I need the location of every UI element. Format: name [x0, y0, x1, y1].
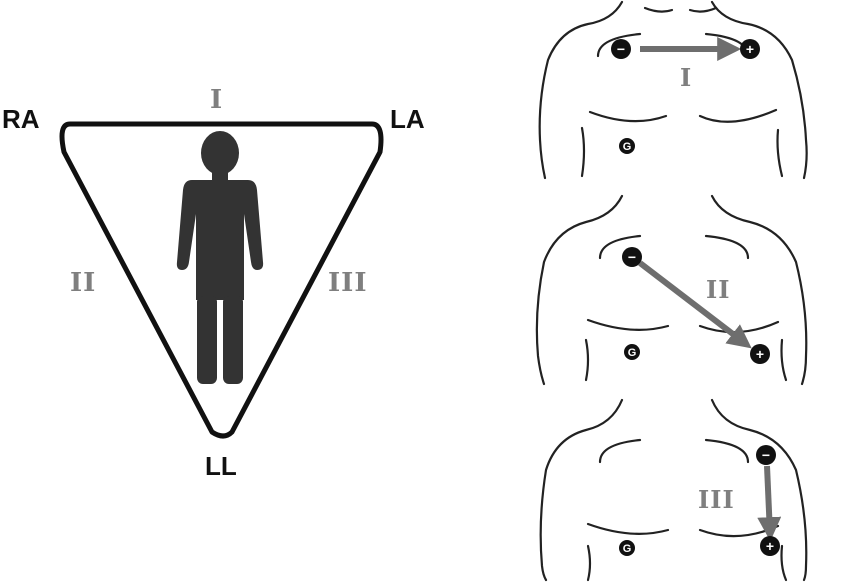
figure-left-leg — [197, 296, 217, 384]
positive-electrode: + — [760, 536, 780, 556]
svg-text:−: − — [628, 249, 636, 265]
torso-panel-lead-i: − + G I — [538, 0, 808, 180]
human-figure — [176, 131, 264, 384]
ground-electrode: G — [619, 138, 635, 154]
lead-label-ii: II — [70, 268, 96, 298]
svg-text:G: G — [628, 347, 637, 359]
lead-label-iii: III — [328, 268, 368, 298]
positive-electrode: + — [750, 344, 770, 364]
lead-label-i: I — [210, 85, 223, 115]
svg-text:G: G — [623, 543, 632, 555]
svg-text:−: − — [617, 41, 625, 57]
svg-text:G: G — [623, 141, 632, 153]
svg-text:+: + — [756, 346, 764, 362]
positive-electrode: + — [740, 39, 760, 59]
torso-outline — [538, 0, 808, 180]
corner-label-ra: RA — [2, 104, 40, 134]
corner-label-la: LA — [390, 104, 425, 134]
svg-text:+: + — [766, 538, 774, 554]
panel-lead-label-i: I — [680, 63, 692, 92]
torso-outline — [535, 194, 808, 386]
panel-lead-label-ii: II — [706, 275, 730, 304]
figure-right-leg — [223, 296, 243, 384]
ground-electrode: G — [619, 540, 635, 556]
torso-panel-lead-iii: − + G III — [539, 398, 808, 582]
corner-label-ll: LL — [205, 451, 237, 481]
negative-electrode: − — [622, 247, 642, 267]
negative-electrode: − — [756, 445, 776, 465]
lead-iii-arrow — [757, 465, 782, 542]
figure-torso — [176, 180, 264, 300]
triangle-diagram: RA LA LL I II III — [2, 85, 425, 481]
lead-ii-arrow — [638, 260, 752, 349]
svg-text:+: + — [746, 41, 754, 57]
negative-electrode: − — [611, 39, 631, 59]
svg-text:−: − — [762, 447, 770, 463]
einthoven-triangle — [59, 121, 384, 439]
torso-panel-lead-ii: − + G II — [535, 194, 808, 386]
ground-electrode: G — [624, 344, 640, 360]
figure-head — [201, 131, 239, 175]
torso-outline — [539, 398, 808, 582]
panel-lead-label-iii: III — [698, 485, 735, 514]
